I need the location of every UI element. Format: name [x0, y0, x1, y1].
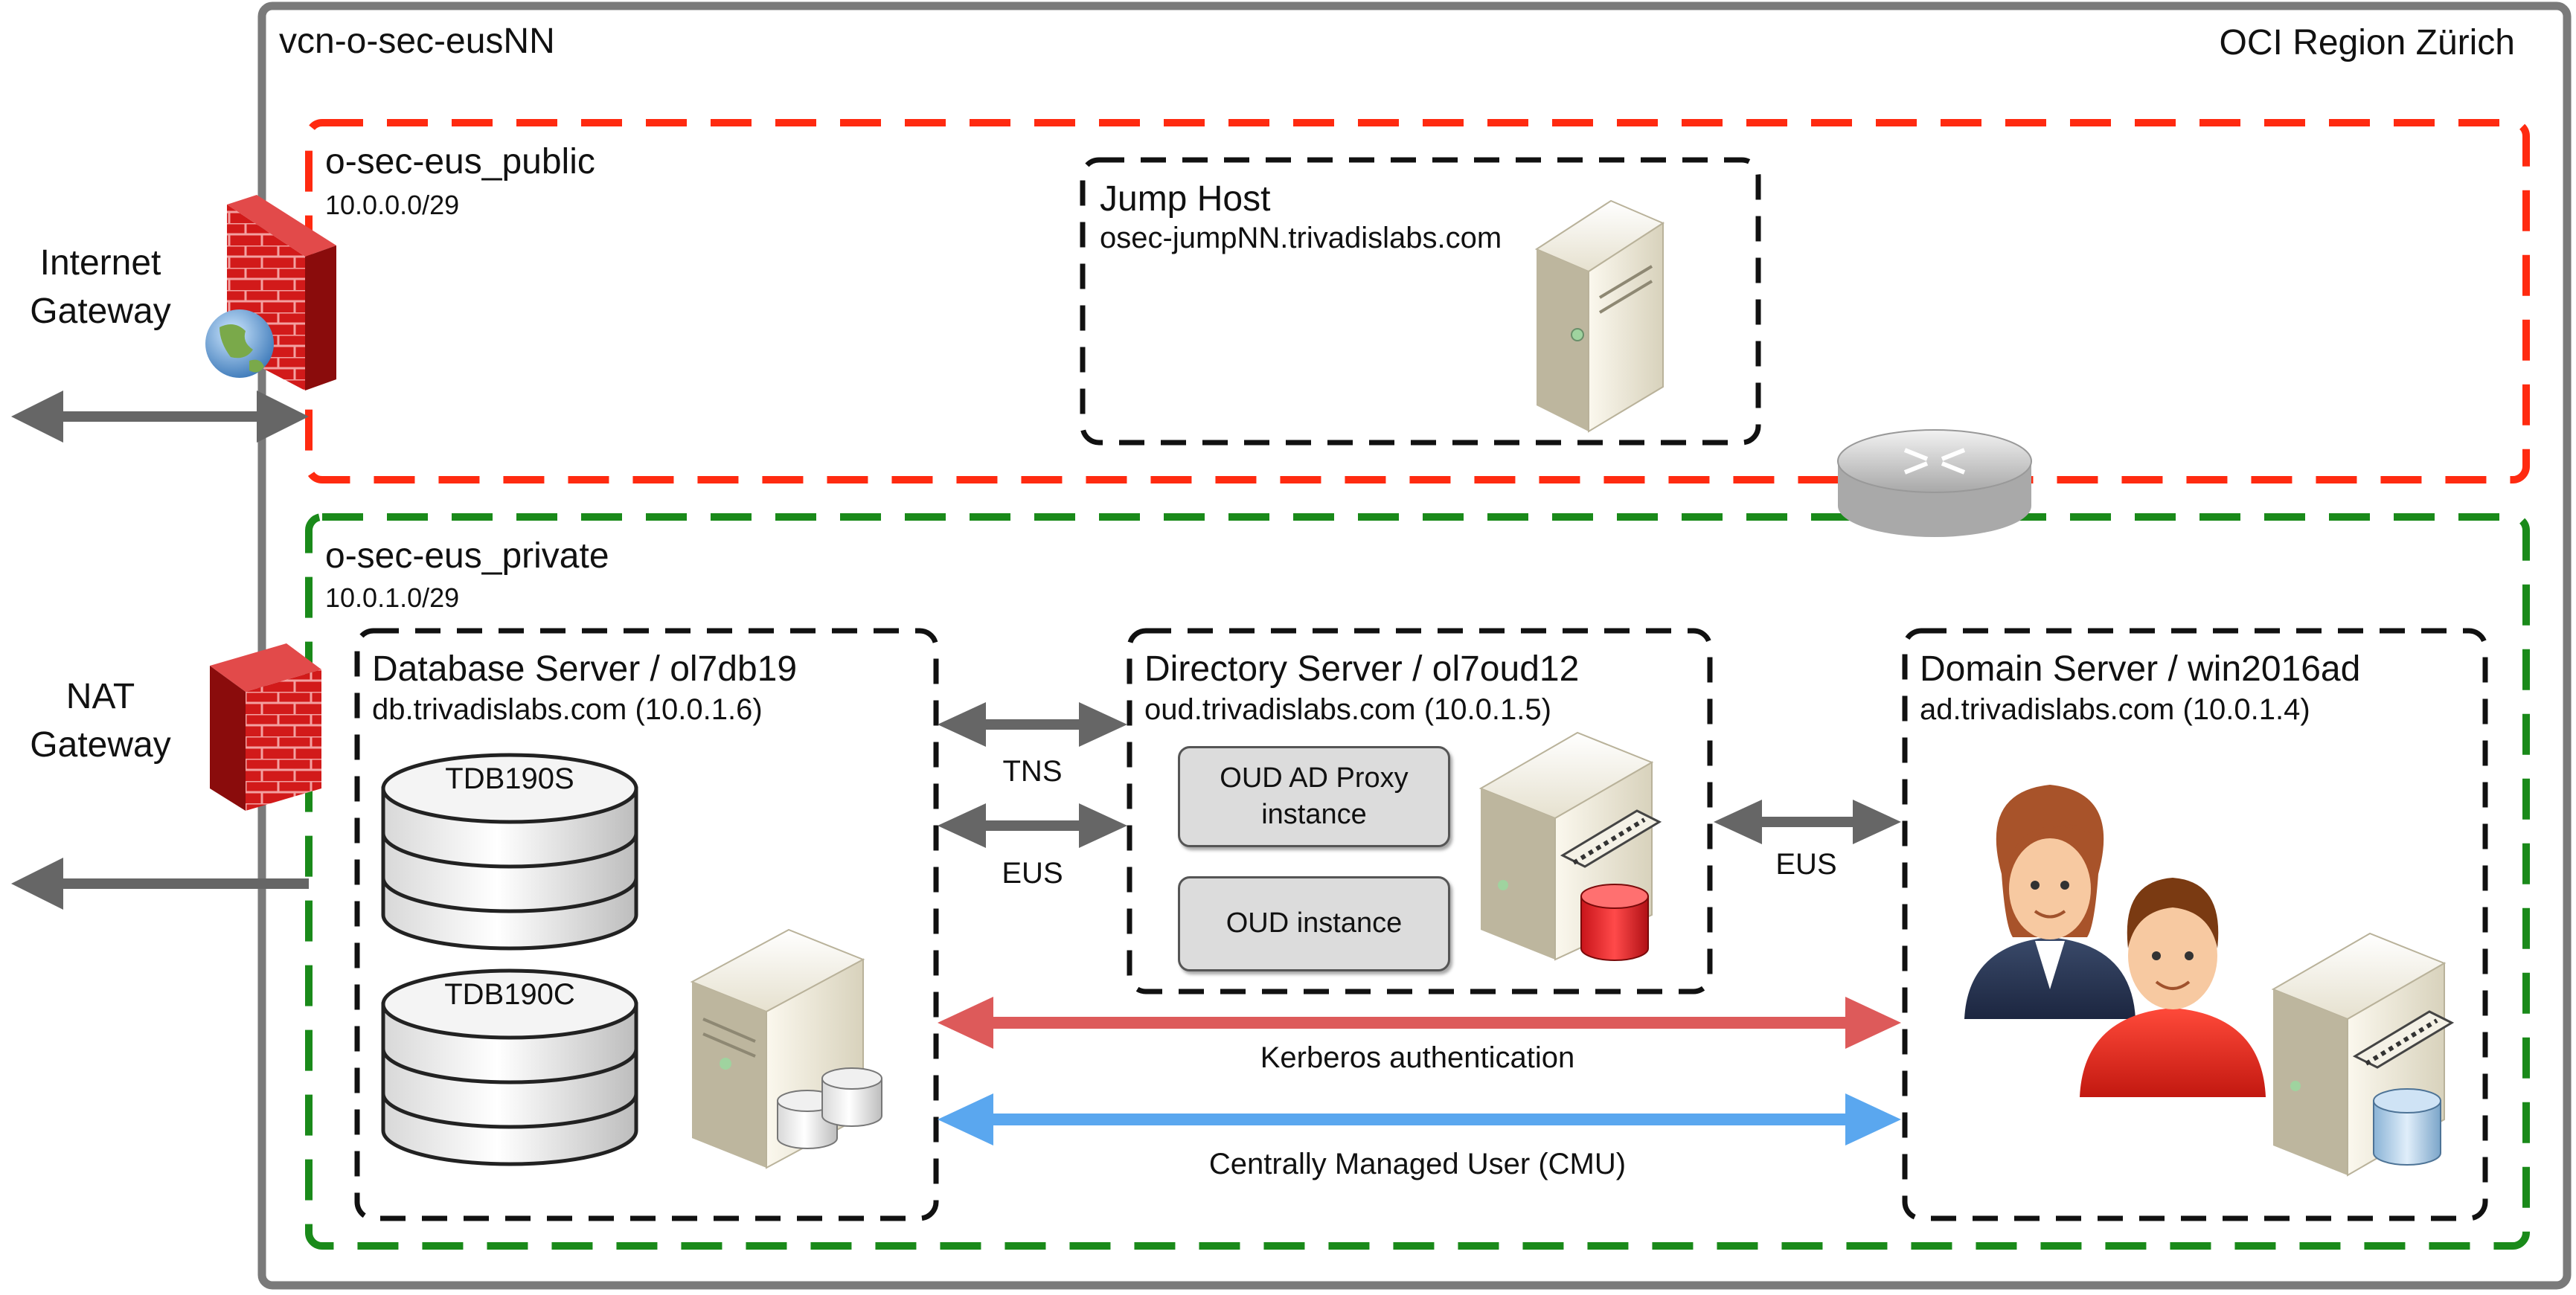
directory-server-box — [1127, 628, 1713, 994]
internet-gateway-label: Internet Gateway — [30, 243, 171, 331]
public-subnet-name: o-sec-eus_public — [325, 142, 595, 181]
eus-db-label: EUS — [1002, 857, 1063, 890]
cmu-arrow — [938, 1093, 1901, 1145]
nat-gateway-arrow — [11, 858, 309, 910]
kerberos-arrow — [938, 997, 1901, 1049]
directory-server-title: Directory Server / ol7oud12 — [1144, 649, 1580, 689]
domain-server-fqdn: ad.trivadislabs.com (10.0.1.4) — [1920, 693, 2310, 726]
private-subnet-boundary — [305, 513, 2530, 1250]
database-tdb190c-label: TDB190C — [444, 978, 575, 1011]
router-icon — [1837, 429, 2032, 537]
users-icon — [1964, 785, 2266, 1097]
database-cylinder-tdb190s-icon — [381, 753, 638, 951]
database-tdb190s-label: TDB190S — [445, 762, 574, 795]
oud-instance: OUD instance — [1178, 876, 1450, 971]
database-server-fqdn: db.trivadislabs.com (10.0.1.6) — [372, 693, 763, 726]
domain-server-title: Domain Server / win2016ad — [1920, 649, 2361, 689]
database-cylinder-tdb190c-icon — [381, 968, 638, 1166]
jump-host-title: Jump Host — [1100, 179, 1271, 219]
nat-gateway-firewall-icon — [210, 643, 321, 811]
vcn-container — [257, 1, 2572, 1290]
globe-icon — [205, 309, 274, 378]
oud-ad-proxy-instance: OUD AD Proxy instance — [1178, 746, 1450, 847]
domain-server-box — [1902, 628, 2488, 1221]
public-subnet-boundary — [305, 119, 2530, 483]
jump-host-server-icon — [1534, 199, 1665, 433]
eus-ad-label: EUS — [1775, 848, 1837, 881]
jump-host-fqdn: osec-jumpNN.trivadislabs.com — [1100, 222, 1502, 254]
jump-host-box — [1080, 157, 1761, 446]
public-subnet-cidr: 10.0.0.0/29 — [325, 190, 460, 220]
eus-ad-arrow — [1714, 800, 1901, 844]
internet-gateway-arrow — [11, 391, 309, 443]
private-subnet-cidr: 10.0.1.0/29 — [325, 582, 460, 613]
region-label: OCI Region Zürich — [2219, 23, 2515, 62]
vcn-name: vcn-o-sec-eusNN — [279, 22, 555, 61]
database-server-title: Database Server / ol7db19 — [372, 649, 798, 689]
directory-server-fqdn: oud.trivadislabs.com (10.0.1.5) — [1144, 693, 1551, 726]
database-server-icon — [690, 928, 882, 1169]
eus-db-arrow — [938, 803, 1127, 848]
directory-server-icon — [1478, 731, 1662, 961]
cmu-label: Centrally Managed User (CMU) — [1208, 1148, 1627, 1180]
kerberos-label: Kerberos authentication — [1260, 1041, 1575, 1074]
nat-gateway-label: NAT Gateway — [30, 677, 171, 765]
database-server-box — [354, 628, 939, 1221]
domain-server-icon — [2271, 932, 2455, 1177]
tns-label: TNS — [1002, 755, 1063, 788]
private-subnet-name: o-sec-eus_private — [325, 536, 609, 576]
tns-arrow — [938, 702, 1127, 747]
